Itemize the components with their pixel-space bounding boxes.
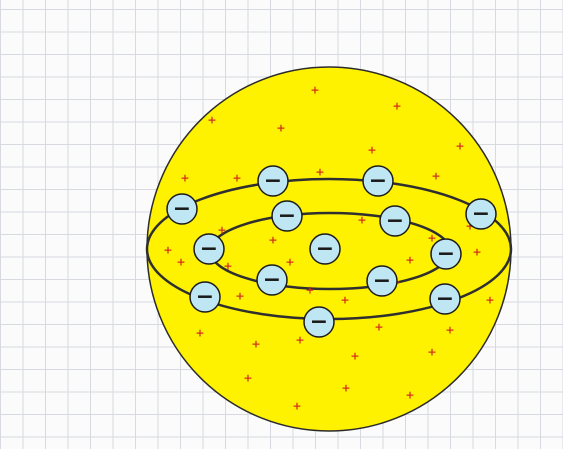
plus-sign-icon: +: [445, 324, 454, 337]
minus-circle-icon: −: [258, 166, 288, 196]
minus-circle-icon: −: [257, 265, 287, 295]
minus-circle-icon: −: [167, 194, 197, 224]
plus-sign-icon: +: [268, 234, 277, 247]
minus-sign: −: [264, 169, 282, 194]
minus-sign: −: [436, 287, 454, 312]
minus-circle-icon: −: [310, 234, 340, 264]
minus-circle-icon: −: [367, 266, 397, 296]
plus-sign-icon: +: [431, 170, 440, 183]
plus-sign-icon: +: [392, 100, 401, 113]
plus-sign-icon: +: [405, 254, 414, 267]
minus-circle-icon: −: [466, 199, 496, 229]
minus-sign: −: [373, 269, 391, 294]
plus-sign-icon: +: [232, 172, 241, 185]
plus-sign-icon: +: [350, 350, 359, 363]
minus-circle-icon: −: [272, 201, 302, 231]
plus-sign-icon: +: [195, 327, 204, 340]
minus-circle-icon: −: [304, 307, 334, 337]
plus-sign-icon: +: [427, 346, 436, 359]
plus-sign-icon: +: [374, 321, 383, 334]
minus-sign: −: [472, 202, 490, 227]
plus-sign-icon: +: [207, 114, 216, 127]
plus-sign-icon: +: [341, 382, 350, 395]
minus-sign: −: [173, 197, 191, 222]
plus-sign-icon: +: [310, 84, 319, 97]
plus-sign-icon: +: [163, 244, 172, 257]
minus-sign: −: [200, 237, 218, 262]
minus-sign: −: [196, 285, 214, 310]
plus-sign-icon: +: [340, 294, 349, 307]
plus-sign-icon: +: [357, 214, 366, 227]
minus-circle-icon: −: [431, 239, 461, 269]
plus-sign-icon: +: [176, 256, 185, 269]
minus-circle-icon: −: [194, 234, 224, 264]
minus-sign: −: [437, 242, 455, 267]
plus-sign-icon: +: [292, 400, 301, 413]
minus-sign: −: [263, 268, 281, 293]
minus-sign: −: [369, 169, 387, 194]
plus-sign-icon: +: [472, 246, 481, 259]
plus-sign-icon: +: [276, 122, 285, 135]
plus-sign-icon: +: [485, 294, 494, 307]
plus-sign-icon: +: [235, 290, 244, 303]
plus-sign-icon: +: [295, 334, 304, 347]
plus-sign-icon: +: [243, 372, 252, 385]
minus-sign: −: [386, 209, 404, 234]
minus-sign: −: [278, 204, 296, 229]
minus-circle-icon: −: [430, 284, 460, 314]
plus-sign-icon: +: [455, 140, 464, 153]
plus-sign-icon: +: [251, 338, 260, 351]
plus-sign-icon: +: [405, 389, 414, 402]
plus-sign-icon: +: [367, 144, 376, 157]
plus-sign-icon: +: [217, 224, 226, 237]
minus-circle-icon: −: [380, 206, 410, 236]
plus-sign-icon: +: [315, 166, 324, 179]
minus-sign: −: [316, 237, 334, 262]
minus-circle-icon: −: [363, 166, 393, 196]
plus-sign-icon: +: [180, 172, 189, 185]
plus-sign-icon: +: [223, 260, 232, 273]
minus-circle-icon: −: [190, 282, 220, 312]
minus-sign: −: [310, 310, 328, 335]
plus-sign-icon: +: [285, 256, 294, 269]
plus-sign-icon: +: [305, 284, 314, 297]
